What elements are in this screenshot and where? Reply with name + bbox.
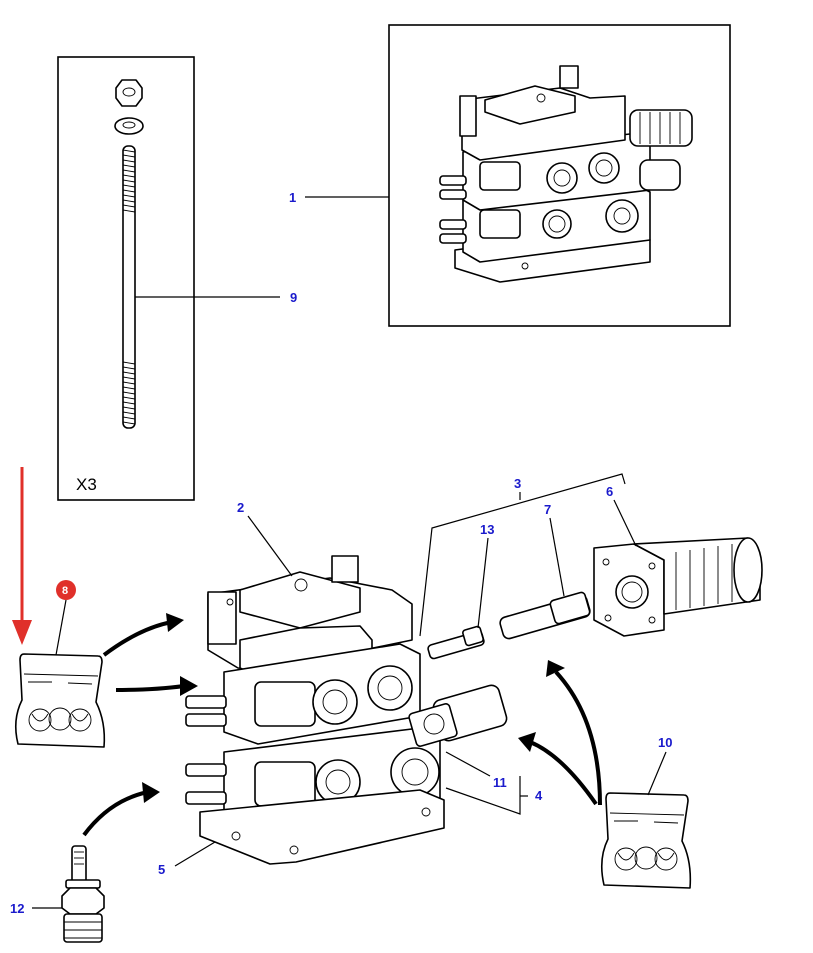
callout-12[interactable]: 12 — [10, 901, 24, 916]
washer-drawing — [114, 117, 144, 135]
leader-8 — [55, 599, 67, 656]
spool-13 — [427, 625, 485, 660]
callout-2[interactable]: 2 — [237, 500, 244, 515]
highlight-arrow — [12, 467, 32, 645]
leader-6 — [613, 499, 637, 547]
callout-9[interactable]: 9 — [290, 290, 297, 305]
stud-rod-drawing — [122, 145, 136, 429]
callout-11[interactable]: 11 — [493, 775, 507, 790]
assembled-valve-box — [388, 24, 731, 327]
callout-10[interactable]: 10 — [658, 735, 672, 750]
callout-1[interactable]: 1 — [289, 190, 296, 205]
pointer-arrows — [82, 613, 602, 837]
callout-4[interactable]: 4 — [535, 788, 543, 803]
bracket-3 — [419, 473, 626, 637]
solenoid-cartridge-11 — [408, 684, 508, 747]
leader-11 — [445, 751, 491, 777]
actuator-6 — [593, 537, 763, 637]
callout-13[interactable]: 13 — [480, 522, 494, 537]
valve-section-upper — [185, 643, 421, 745]
bracket-4 — [445, 776, 528, 815]
leader-5 — [174, 841, 216, 867]
nut-drawing — [115, 79, 143, 107]
callout-6[interactable]: 6 — [606, 484, 613, 499]
quantity-label: X3 — [76, 475, 97, 494]
valve-base-plate-5 — [199, 789, 445, 865]
leader-13 — [477, 537, 489, 629]
seal-kit-bag-8 — [14, 653, 106, 748]
leader-2 — [247, 515, 293, 577]
fitting-12 — [61, 845, 105, 943]
spool-7 — [499, 591, 591, 640]
leader-10 — [647, 751, 667, 796]
callout-3[interactable]: 3 — [514, 476, 521, 491]
highlight-badge-8[interactable]: 8 — [56, 580, 76, 600]
svg-text:8: 8 — [62, 585, 68, 597]
callout-5[interactable]: 5 — [158, 862, 165, 877]
callout-7[interactable]: 7 — [544, 502, 551, 517]
assembled-valve-drawing — [439, 65, 693, 283]
seal-kit-bag-10 — [600, 792, 692, 889]
leader-7 — [549, 517, 565, 597]
stud-kit-box: X3 — [57, 56, 195, 501]
